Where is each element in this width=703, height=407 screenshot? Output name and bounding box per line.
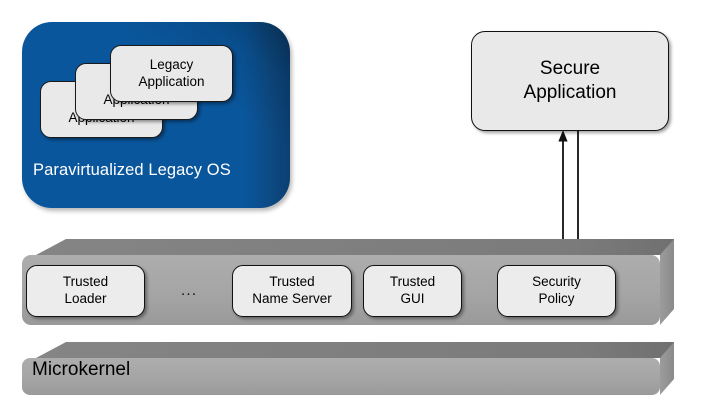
- trusted-gui-label: Trusted GUI: [389, 274, 436, 306]
- services-ellipsis: ...: [180, 282, 198, 299]
- microkernel-label: Microkernel: [32, 359, 131, 380]
- legacy-application-card-front: Legacy Application: [110, 45, 233, 102]
- trusted-loader-box: Trusted Loader: [26, 265, 145, 317]
- trusted-loader-label: Trusted Loader: [62, 274, 109, 306]
- trusted-name-server-label: Trusted Name Server: [252, 274, 332, 306]
- microkernel-slab: [22, 342, 674, 395]
- security-policy-label: Security Policy: [532, 274, 581, 306]
- secure-application-label: Secure Application: [523, 58, 617, 103]
- paravirtualized-legacy-os-label: Paravirtualized Legacy OS: [33, 161, 231, 179]
- secure-application-box: Secure Application: [471, 31, 669, 131]
- trusted-gui-box: Trusted GUI: [363, 265, 462, 317]
- security-policy-box: Security Policy: [497, 265, 616, 317]
- trusted-name-server-box: Trusted Name Server: [232, 265, 352, 317]
- legacy-application-label: Legacy Application: [138, 57, 205, 89]
